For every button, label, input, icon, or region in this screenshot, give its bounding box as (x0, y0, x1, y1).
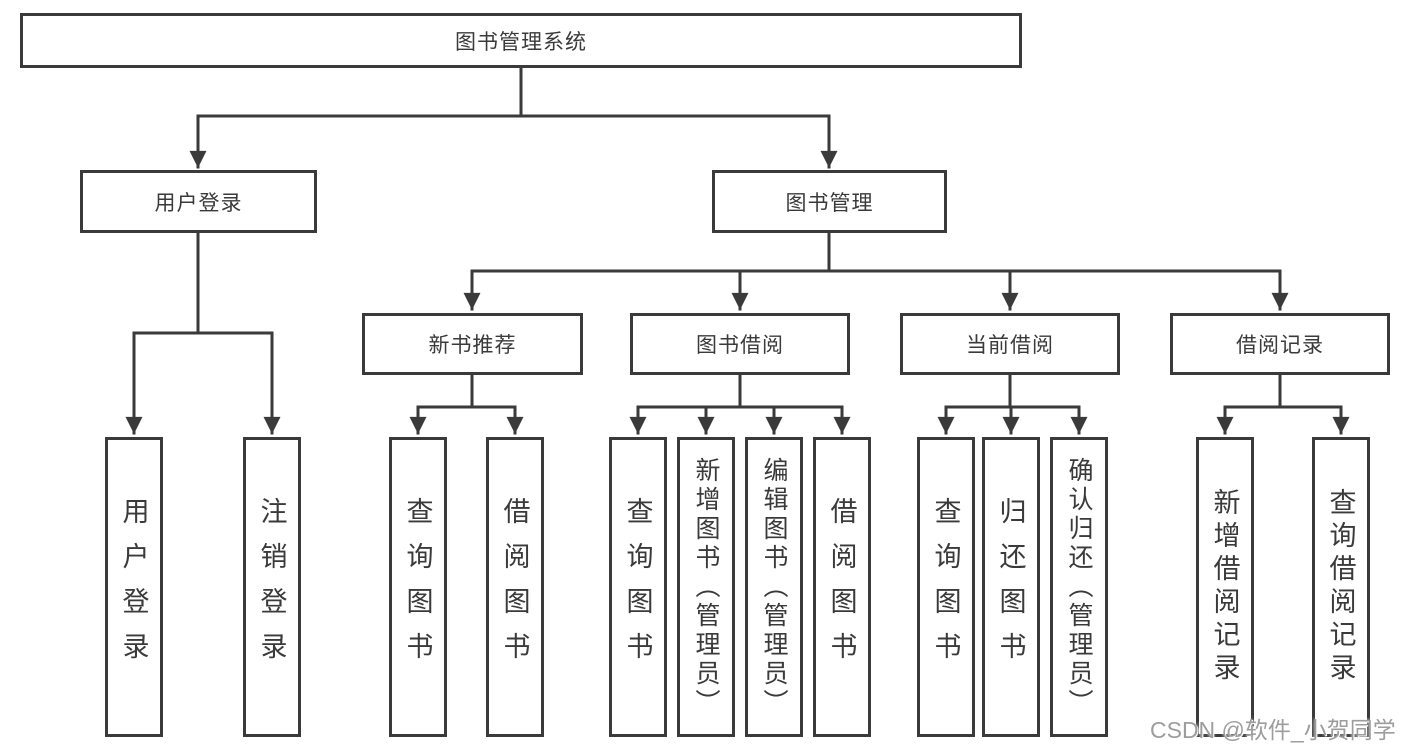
node-current-borrowing: 当前借阅 (900, 313, 1120, 375)
leaf-add-books-admin: 新增图书（管理员） (677, 437, 735, 737)
leaf-edit-books-admin-label: 编辑图书（管理员） (760, 456, 788, 718)
leaf-logout: 注销登录 (243, 437, 301, 737)
leaf-borrow-books-recommend-label: 借阅图书 (499, 497, 530, 677)
leaf-add-books-admin-label: 新增图书（管理员） (692, 456, 720, 718)
leaf-query-books-borrowing: 查询图书 (609, 437, 667, 737)
leaf-logout-label: 注销登录 (256, 497, 287, 677)
leaf-query-books-borrowing-label: 查询图书 (622, 497, 653, 677)
leaf-user-login-label: 用户登录 (118, 497, 149, 677)
leaf-edit-books-admin: 编辑图书（管理员） (745, 437, 803, 737)
node-root-label: 图书管理系统 (455, 30, 587, 54)
leaf-borrow-books: 借阅图书 (813, 437, 871, 737)
leaf-query-books-recommend-label: 查询图书 (402, 497, 433, 677)
leaf-confirm-return-admin: 确认归还（管理员） (1050, 437, 1108, 737)
leaf-user-login: 用户登录 (105, 437, 163, 737)
node-root: 图书管理系统 (20, 13, 1022, 68)
leaf-query-books-current-label: 查询图书 (930, 497, 961, 677)
leaf-return-books: 归还图书 (982, 437, 1040, 737)
leaf-query-books-current: 查询图书 (917, 437, 975, 737)
node-user-login: 用户登录 (80, 170, 317, 233)
node-book-borrowing-label: 图书借阅 (696, 334, 784, 357)
node-current-borrowing-label: 当前借阅 (966, 334, 1054, 357)
leaf-add-borrow-record-label: 新增借阅记录 (1209, 488, 1240, 686)
leaf-borrow-books-label: 借阅图书 (826, 497, 857, 677)
node-book-borrowing: 图书借阅 (630, 313, 850, 375)
node-borrowing-records-label: 借阅记录 (1236, 334, 1324, 357)
node-book-management-label: 图书管理 (785, 191, 874, 215)
node-user-login-label: 用户登录 (154, 191, 243, 215)
leaf-query-borrow-record: 查询借阅记录 (1312, 437, 1370, 737)
leaf-return-books-label: 归还图书 (995, 497, 1026, 677)
leaf-add-borrow-record: 新增借阅记录 (1196, 437, 1254, 737)
node-new-book-recommend: 新书推荐 (362, 313, 583, 375)
node-new-book-recommend-label: 新书推荐 (428, 334, 517, 357)
leaf-borrow-books-recommend: 借阅图书 (486, 437, 544, 737)
leaf-confirm-return-admin-label: 确认归还（管理员） (1065, 456, 1093, 718)
leaf-query-borrow-record-label: 查询借阅记录 (1325, 488, 1356, 686)
node-borrowing-records: 借阅记录 (1170, 313, 1390, 375)
leaf-query-books-recommend: 查询图书 (389, 437, 447, 737)
node-book-management: 图书管理 (712, 170, 947, 233)
csdn-watermark: CSDN @软件_小贺同学 (1150, 717, 1396, 743)
